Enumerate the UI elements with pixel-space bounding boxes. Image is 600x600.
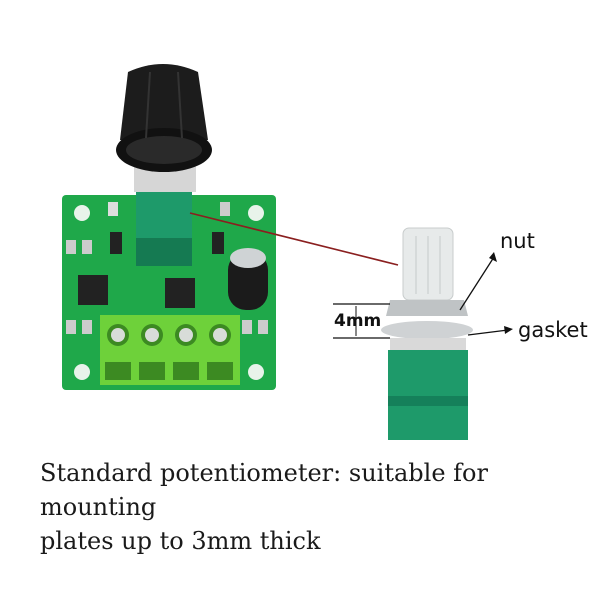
board-potentiometer [134,160,196,266]
caption-line-2: plates up to 3mm thick [40,527,321,555]
caption: Standard potentiometer: suitable for mou… [40,456,590,558]
nut-label: nut [500,229,535,253]
pointer-line [189,212,399,266]
product-illustration [62,64,513,440]
knob [116,64,212,172]
terminal-block [100,315,240,385]
gasket-label: gasket [518,318,588,342]
nut-arrow [459,252,497,311]
dimension-marker [333,303,390,339]
gasket-arrow [467,326,513,336]
detached-potentiometer [381,227,473,440]
caption-line-1: Standard potentiometer: suitable for mou… [40,459,488,521]
dimension-label: 4mm [334,311,382,331]
